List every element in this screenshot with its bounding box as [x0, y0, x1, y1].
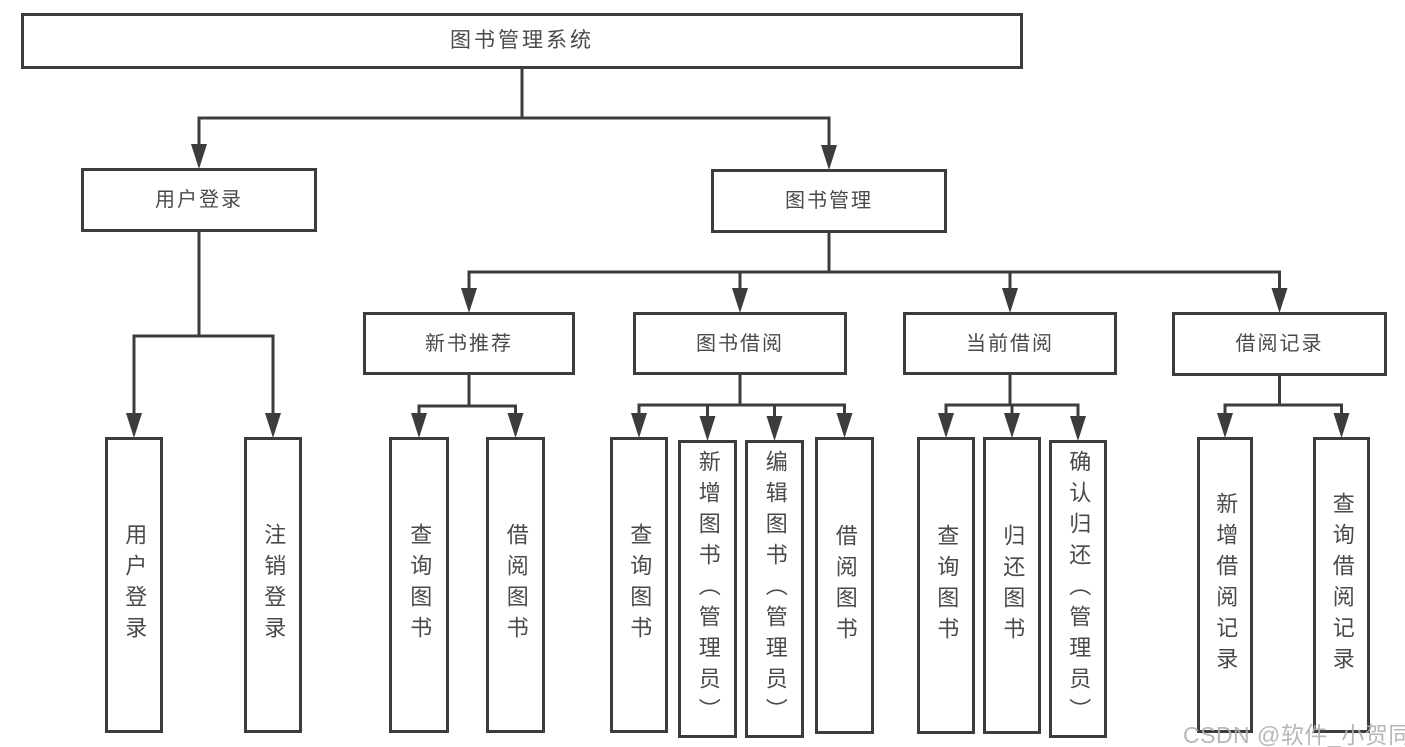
node-new-book-rec: 新书推荐 [363, 312, 575, 375]
node-v-query-record: 查询借阅记录 [1313, 437, 1370, 733]
node-label-v-add-record: 新增借阅记录 [1213, 492, 1239, 678]
node-label-v-add-book: 新增图书（管理员） [695, 449, 721, 729]
arrowhead-icon [821, 145, 837, 170]
node-label-v-confirm-return: 确认归还（管理员） [1066, 449, 1092, 729]
node-v-edit-book: 编辑图书（管理员） [745, 440, 804, 738]
arrowhead-icon [1333, 413, 1350, 438]
node-label-v-query-book-2: 查询图书 [627, 523, 653, 647]
node-root: 图书管理系统 [21, 13, 1023, 69]
arrowhead-icon [461, 288, 477, 313]
node-label-current-borrow: 当前借阅 [966, 332, 1054, 355]
arrowhead-icon [732, 288, 748, 313]
node-v-return-book: 归还图书 [983, 437, 1041, 734]
arrowhead-icon [1002, 288, 1018, 313]
arrowhead-icon [631, 413, 647, 438]
node-label-v-borrow-book-1: 借阅图书 [503, 523, 529, 647]
node-label-book-borrow: 图书借阅 [696, 332, 784, 355]
node-label-v-return-book: 归还图书 [1000, 523, 1026, 648]
node-v-borrow-book-2: 借阅图书 [815, 437, 874, 734]
arrowhead-icon [265, 413, 281, 438]
node-borrow-records: 借阅记录 [1172, 312, 1387, 376]
node-label-new-book-rec: 新书推荐 [425, 332, 513, 355]
node-v-user-login: 用户登录 [105, 437, 163, 733]
arrowhead-icon [411, 413, 427, 438]
node-label-borrow-records: 借阅记录 [1235, 333, 1324, 355]
arrowhead-icon [938, 413, 954, 438]
arrowhead-icon [507, 413, 524, 438]
node-v-query-book-1: 查询图书 [389, 437, 449, 733]
arrowhead-icon [1070, 416, 1086, 441]
node-label-user-login: 用户登录 [155, 189, 243, 211]
arrowhead-icon [699, 416, 716, 441]
node-label-v-query-record: 查询借阅记录 [1329, 492, 1355, 678]
arrowhead-icon [1271, 288, 1288, 313]
node-book-borrow: 图书借阅 [633, 312, 847, 375]
arrowhead-icon [126, 413, 142, 438]
node-v-query-book-3: 查询图书 [917, 437, 975, 734]
node-v-add-book: 新增图书（管理员） [678, 440, 737, 738]
node-current-borrow: 当前借阅 [903, 312, 1117, 375]
arrowhead-icon [836, 413, 853, 438]
node-label-v-user-login: 用户登录 [122, 523, 148, 647]
arrowhead-icon [1004, 413, 1020, 438]
node-label-root: 图书管理系统 [450, 29, 594, 53]
node-v-query-book-2: 查询图书 [610, 437, 668, 733]
node-v-confirm-return: 确认归还（管理员） [1049, 440, 1107, 738]
arrowhead-icon [1217, 413, 1233, 438]
node-label-book-mgmt: 图书管理 [785, 190, 873, 212]
node-v-logout: 注销登录 [244, 437, 302, 733]
node-label-v-borrow-book-2: 借阅图书 [832, 523, 858, 648]
node-label-v-logout: 注销登录 [261, 523, 287, 647]
node-v-borrow-book-1: 借阅图书 [486, 437, 545, 733]
node-label-v-query-book-1: 查询图书 [407, 523, 433, 647]
node-book-mgmt: 图书管理 [711, 169, 947, 233]
node-label-v-query-book-3: 查询图书 [934, 523, 960, 648]
arrowhead-icon [766, 416, 783, 441]
node-user-login: 用户登录 [81, 168, 317, 232]
arrowhead-icon [191, 144, 207, 169]
node-label-v-edit-book: 编辑图书（管理员） [762, 449, 788, 729]
node-v-add-record: 新增借阅记录 [1197, 437, 1253, 733]
watermark: CSDN @软件_小贺同学 [1183, 722, 1405, 747]
